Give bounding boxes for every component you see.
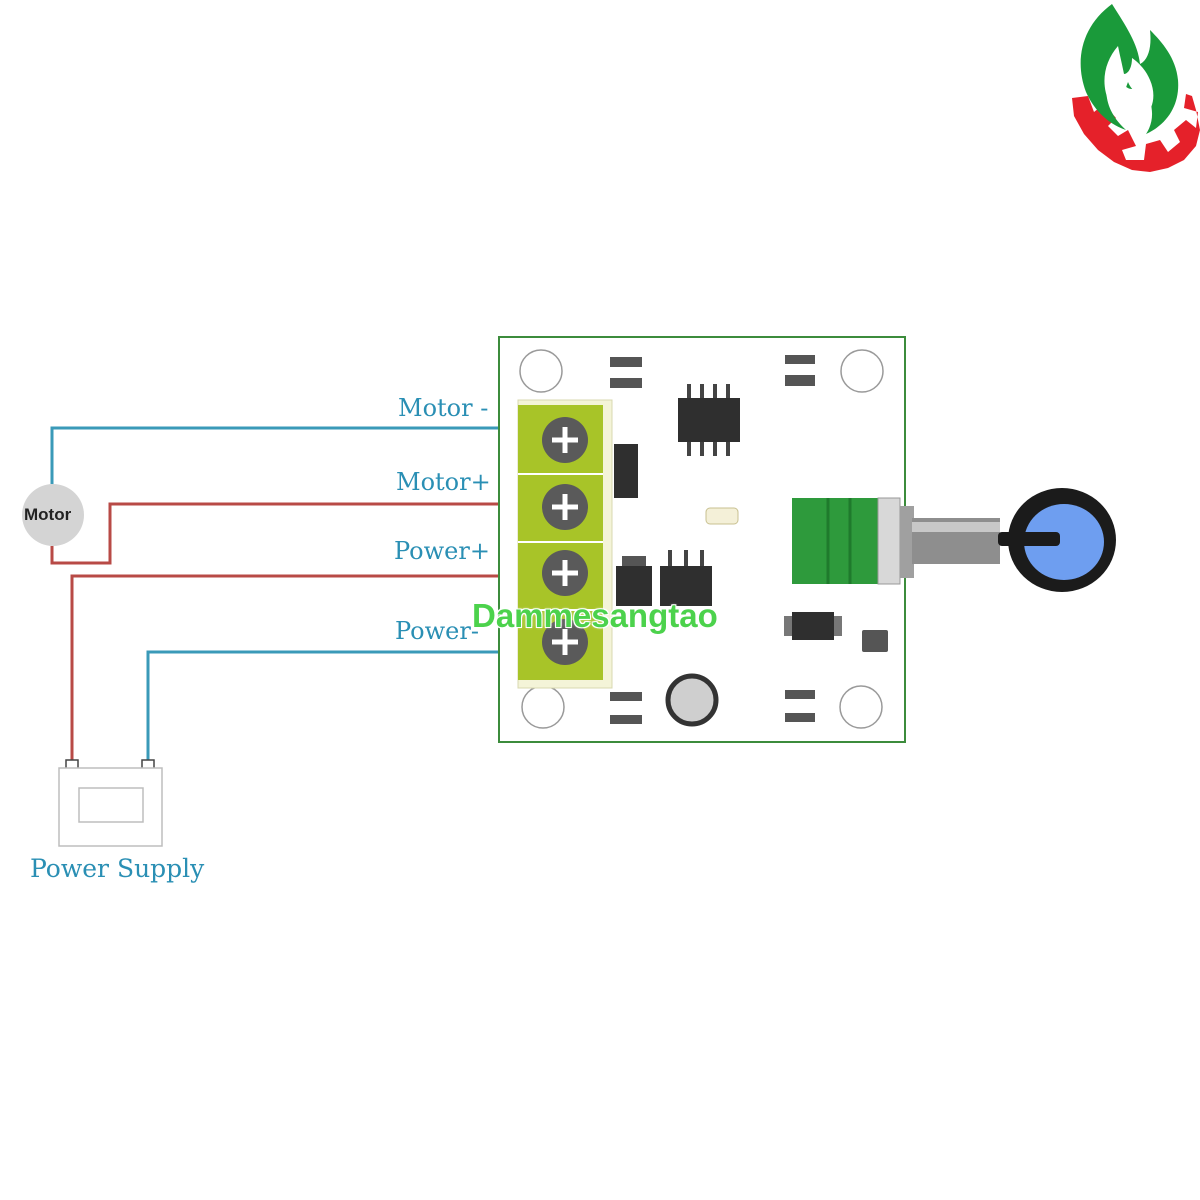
- label-motor-plus: Motor+: [396, 468, 491, 496]
- potentiometer: [792, 497, 1000, 585]
- label-motor: Motor: [24, 505, 72, 524]
- transistor: [660, 550, 712, 606]
- ic-chip: [678, 384, 740, 456]
- label-power-supply: Power Supply: [30, 854, 205, 883]
- screw-icon: [542, 484, 588, 530]
- flame-outer-icon: [1080, 4, 1179, 134]
- flame-inner-icon: [1104, 46, 1154, 124]
- led: [705, 507, 739, 525]
- pcb-board: [498, 336, 1116, 743]
- mounting-hole: [521, 685, 565, 729]
- label-motor-minus: Motor -: [398, 394, 489, 422]
- wire-motor-minus: [50, 426, 520, 484]
- smd-diode: [784, 612, 842, 640]
- diode: [614, 444, 638, 498]
- screw-icon: [542, 550, 588, 596]
- flame-gear-logo: [1072, 4, 1200, 172]
- label-power-minus: Power-: [395, 617, 479, 645]
- watermark: Dammesangtao: [472, 597, 718, 634]
- terminal-block: [517, 399, 613, 689]
- wires: [50, 426, 520, 764]
- knob-icon: [998, 488, 1116, 592]
- screw-icon: [542, 619, 588, 665]
- gear-icon: [1072, 94, 1200, 172]
- power-supply-icon: [58, 759, 163, 847]
- mounting-hole: [839, 685, 883, 729]
- smd-components: [610, 355, 888, 724]
- label-power-plus: Power+: [394, 537, 490, 565]
- motor-icon: [22, 484, 84, 546]
- mounting-hole: [840, 349, 884, 393]
- wire-power-minus: [146, 650, 520, 764]
- transistor: [616, 556, 652, 606]
- wire-motor-plus: [50, 502, 520, 565]
- screw-icon: [542, 417, 588, 463]
- wire-power-plus: [70, 574, 520, 764]
- capacitor: [665, 673, 719, 727]
- mounting-hole: [519, 349, 563, 393]
